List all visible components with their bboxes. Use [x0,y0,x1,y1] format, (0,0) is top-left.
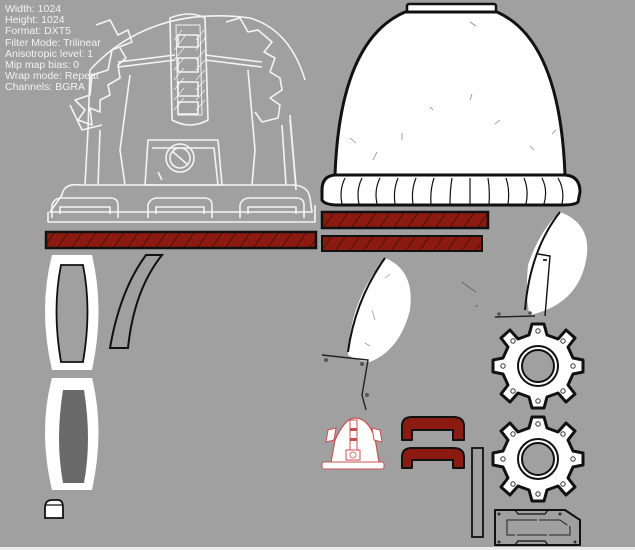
base-plate [494,509,581,546]
curved-strip [108,254,165,349]
lens-frame-filled [45,378,99,490]
info-channels: Channels: BGRA [5,81,85,94]
info-width: Width: 1024 [5,3,62,15]
thumbnail-preview [321,417,385,470]
info-anisotropic-level: Anisotropic level: 1 [5,47,94,60]
info-wrap-mode: Wrap mode: Repeat [5,70,99,83]
side-panel-right [494,211,588,318]
info-height: Height: 1024 [5,14,65,27]
small-cap [44,499,64,519]
viewer-bottom-border [0,547,635,550]
dome-white-shell [320,2,582,207]
red-trim-strip-2 [320,210,490,230]
dome-body-sketch [47,13,316,223]
cog-gear-1 [491,322,585,410]
vertical-bar [471,447,484,538]
cog-gear-2 [491,415,585,503]
red-handle-1 [401,416,465,441]
red-trim-strip-1 [44,230,318,250]
info-filter-mode: Filter Mode: Trilinear [5,36,101,49]
red-handle-2 [401,447,465,469]
texture-info-overlay: Width: 1024 Height: 1024 Format: DXT5 Fi… [5,3,101,94]
info-format: Format: DXT5 [5,25,71,38]
lens-frame-outline [45,255,99,370]
side-panel-left [321,257,479,411]
info-mip-map-bias: Mip map bias: 0 [5,59,80,72]
red-trim-strip-3 [321,235,483,252]
